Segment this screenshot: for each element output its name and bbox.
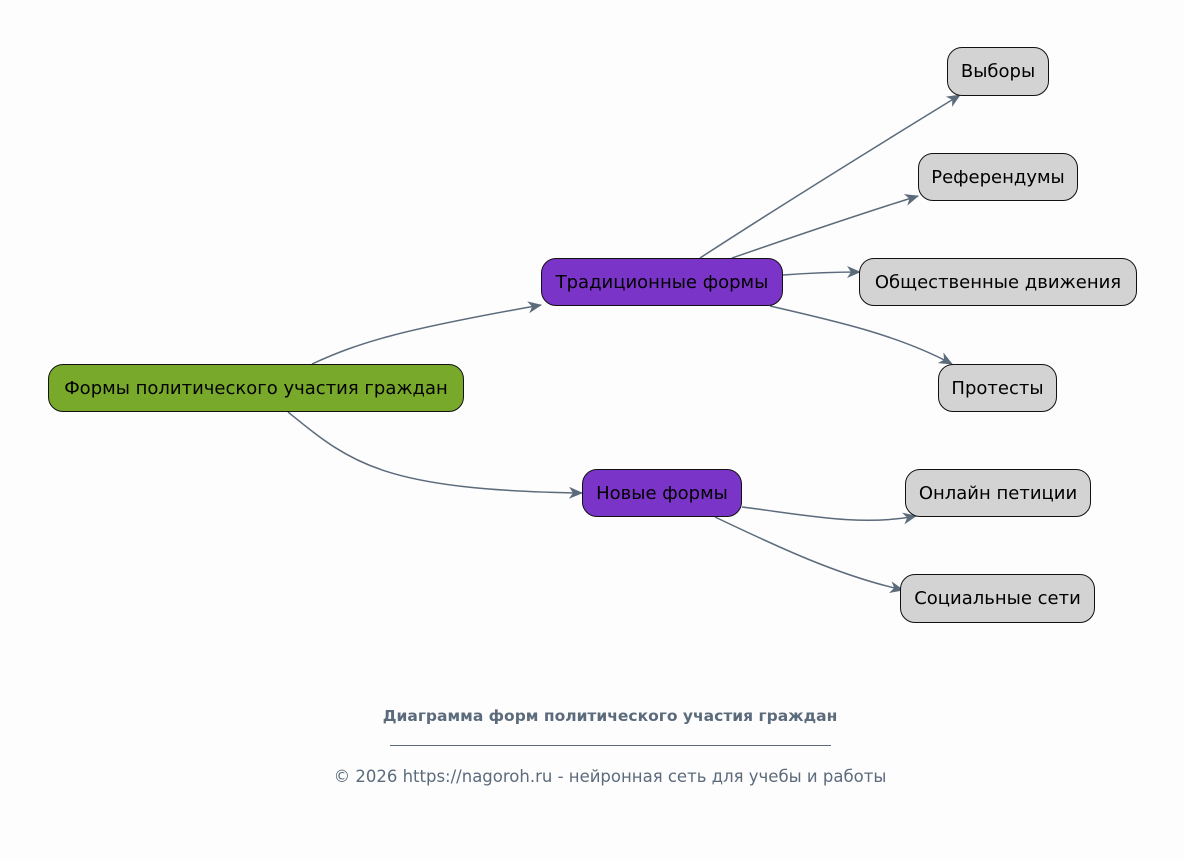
node-label: Протесты	[951, 377, 1044, 399]
node-label: Социальные сети	[914, 588, 1081, 609]
edge-root-trad	[311, 301, 542, 365]
edge-trad-obsh	[782, 266, 861, 279]
node-root: Формы политического участия граждан	[48, 364, 464, 412]
edge-root-new	[287, 411, 583, 499]
copyright-text: © 2026 https://nagoroh.ru - нейронная се…	[333, 767, 887, 786]
edge-new-onl	[741, 506, 917, 525]
node-label: Формы политического участия граждан	[64, 377, 448, 399]
node-label: Онлайн петиции	[918, 482, 1078, 504]
diagram-caption: Диаграмма форм политического участия гра…	[382, 707, 838, 725]
node-label: Традиционные формы	[555, 271, 769, 293]
node-social-movements: Общественные движения	[859, 258, 1137, 306]
node-traditional-forms: Традиционные формы	[541, 258, 783, 306]
node-label: Общественные движения	[874, 271, 1122, 293]
edge-new-soc	[714, 516, 904, 594]
node-new-forms: Новые формы	[582, 469, 742, 517]
node-label: Выборы	[960, 61, 1036, 82]
node-elections: Выборы	[947, 47, 1049, 96]
node-protests: Протесты	[938, 364, 1057, 412]
node-social-networks: Социальные сети	[900, 574, 1095, 623]
edge-trad-vybory	[699, 94, 961, 259]
node-label: Новые формы	[596, 482, 728, 504]
edge-trad-prot	[769, 305, 953, 365]
edge-trad-ref	[731, 194, 919, 259]
node-online-petitions: Онлайн петиции	[905, 469, 1091, 517]
footer-divider	[390, 745, 831, 746]
node-label: Референдумы	[931, 166, 1065, 188]
node-referendums: Референдумы	[918, 153, 1078, 201]
